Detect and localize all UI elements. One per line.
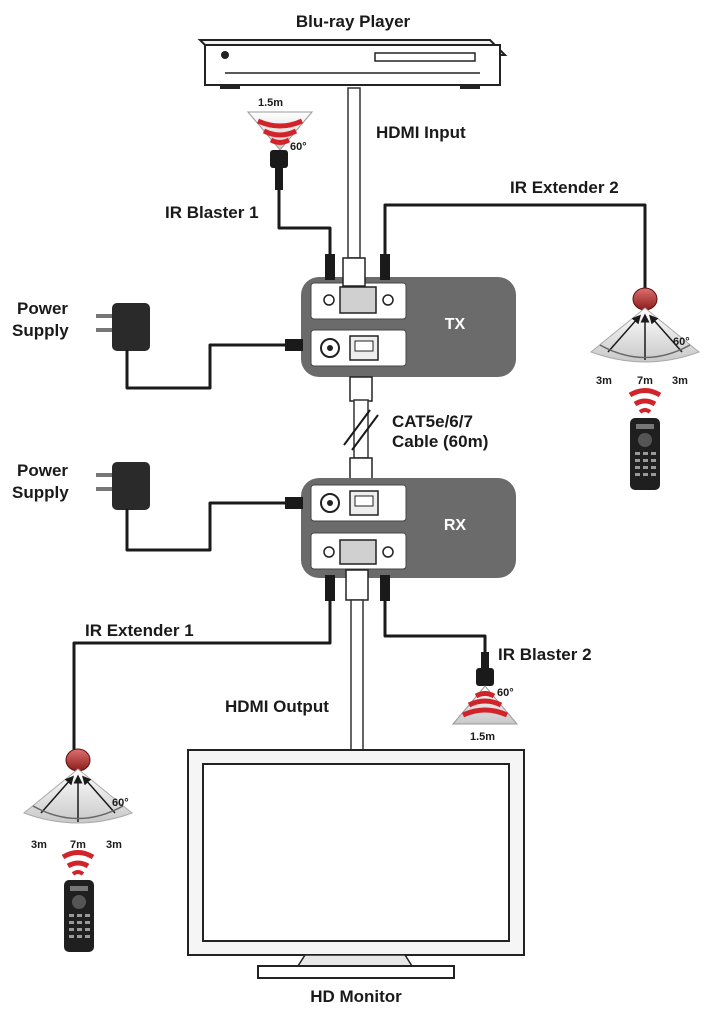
ir-blaster-1 [246, 111, 314, 190]
power-cable-rx [125, 501, 302, 552]
rx-hdmi-connector [345, 569, 369, 601]
ir-extender-2-label: IR Extender 2 [510, 178, 619, 197]
rx-ir-out-port-icon [382, 546, 394, 558]
ir-extender-1-angle: 60° [112, 797, 129, 809]
monitor-screen [202, 763, 510, 942]
cat-cable-label-line1: CAT5e/6/7 [392, 412, 473, 431]
ir-extender-2-right-range: 3m [672, 375, 688, 387]
cat-cable-label-line2: Cable (60m) [392, 432, 488, 451]
ir-blaster-1-label: IR Blaster 1 [165, 203, 259, 222]
bluray-player [197, 39, 508, 89]
ir-extender-1 [23, 748, 133, 876]
rx-ir-extender-plug [325, 575, 335, 601]
power-supply-tx-label-line2: Supply [12, 321, 69, 340]
power-supply-rx-label-line1: Power [17, 461, 68, 480]
tx-device [301, 277, 516, 377]
tx-label: TX [445, 316, 466, 333]
hdmi-input-cable [347, 87, 361, 259]
ir-extender-2 [590, 287, 700, 414]
monitor-stand [257, 965, 455, 979]
power-adapter-icon [112, 303, 150, 351]
ir-extender-1-right-range: 3m [106, 839, 122, 851]
ir-blaster-1-cable [277, 188, 332, 264]
hdmi-input-label: HDMI Input [376, 123, 466, 142]
power-supply-rx-label-line2: Supply [12, 483, 69, 502]
rx-ir-in-port-icon [323, 546, 335, 558]
ir-extender-1-label: IR Extender 1 [85, 621, 194, 640]
bluray-label: Blu-ray Player [296, 12, 411, 31]
rx-hdmi-port-icon [339, 539, 377, 565]
ir-blaster-2-cable [383, 599, 487, 654]
rx-ir-blaster-plug [380, 575, 390, 601]
power-supply-tx-label-line1: Power [17, 299, 68, 318]
ir-receiver-bulb-icon [65, 748, 91, 772]
ir-blaster-2-angle: 60° [497, 687, 514, 699]
power-supply-tx [96, 303, 150, 351]
ir-extender-1-left-range: 3m [31, 839, 47, 851]
ir-blaster-1-angle: 60° [290, 141, 307, 153]
rx-label: RX [444, 517, 467, 534]
power-cable-tx [125, 343, 302, 390]
tx-ir-in-port-icon [323, 294, 335, 306]
hdmi-output-cable [350, 599, 364, 751]
ir-blaster-head-icon [476, 668, 494, 686]
ir-blaster-2-distance: 1.5m [470, 731, 495, 743]
remote-control-right [630, 418, 660, 490]
hd-monitor-label: HD Monitor [310, 987, 402, 1006]
tx-rj45-connector [349, 376, 373, 402]
power-adapter-icon [112, 462, 150, 510]
ir-extender-1-center-range: 7m [70, 839, 86, 851]
ir-extender-1-cable [72, 599, 332, 752]
ir-blaster-1-distance: 1.5m [258, 97, 283, 109]
ir-extender-2-left-range: 3m [596, 375, 612, 387]
hdmi-output-label: HDMI Output [225, 697, 329, 716]
power-led-icon [221, 51, 229, 59]
ir-extender-2-center-range: 7m [637, 375, 653, 387]
ir-receiver-bulb-icon [632, 287, 658, 311]
tx-hdmi-connector [342, 257, 366, 287]
power-supply-rx [96, 462, 150, 510]
rx-device [301, 478, 516, 578]
tx-ir-blaster-plug [325, 254, 335, 280]
hd-monitor [187, 749, 525, 979]
ir-blaster-2 [451, 652, 519, 725]
ir-blaster-2-label: IR Blaster 2 [498, 645, 592, 664]
remote-control-left [64, 880, 94, 952]
ir-blaster-head-icon [270, 150, 288, 168]
tx-ir-extender-plug [380, 254, 390, 280]
ir-extender-2-angle: 60° [673, 336, 690, 348]
disc-tray [374, 52, 476, 62]
tx-hdmi-port-icon [339, 286, 377, 314]
tx-ir-out-port-icon [382, 294, 394, 306]
ir-extender-2-cable [383, 203, 647, 292]
